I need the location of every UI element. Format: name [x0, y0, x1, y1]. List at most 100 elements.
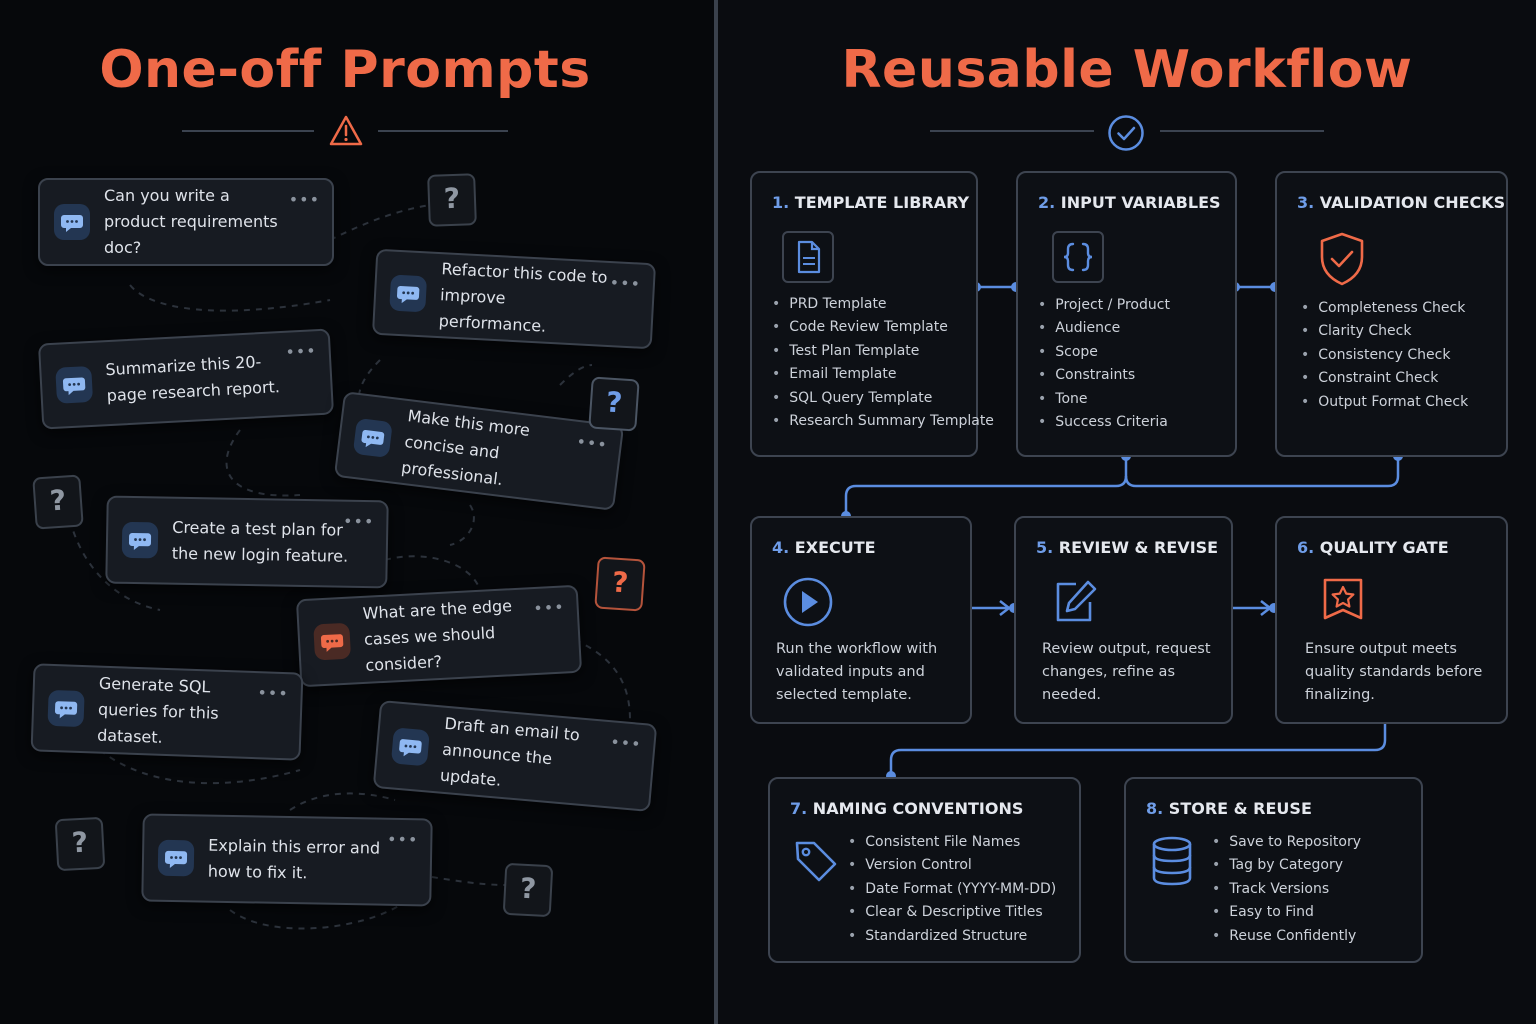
card-review-revise[interactable]: 5. REVIEW & REVISE Review output, reques…	[1014, 516, 1233, 724]
shield-check-icon	[1320, 232, 1364, 286]
more-icon[interactable]: •••	[532, 597, 566, 619]
list-item[interactable]: Date Format (YYYY-MM-DD)	[848, 878, 1056, 901]
list-item[interactable]: Constraints	[1038, 364, 1170, 387]
prompt-bubble[interactable]: Draft an email to announce the update. •…	[372, 700, 658, 812]
more-icon[interactable]: •••	[257, 683, 290, 704]
prompt-bubble[interactable]: What are the edge cases we should consid…	[295, 584, 583, 688]
chat-icon	[121, 521, 159, 559]
list-item[interactable]: Tone	[1038, 388, 1170, 411]
card-store-reuse[interactable]: 8. STORE & REUSE Save to Repository Tag …	[1124, 777, 1423, 963]
list-item[interactable]: Reuse Confidently	[1212, 925, 1361, 948]
card-description: Run the workflow with validated inputs a…	[776, 641, 938, 703]
list-item[interactable]: Code Review Template	[772, 316, 994, 339]
prompt-bubble[interactable]: Can you write a product requirements doc…	[38, 178, 334, 266]
more-icon[interactable]: •••	[575, 431, 609, 455]
card-description: Ensure output meets quality standards be…	[1305, 641, 1483, 703]
prompt-text: Make this more concise and professional.	[400, 406, 531, 490]
card-title: 3. VALIDATION CHECKS	[1297, 193, 1506, 212]
prompt-bubble[interactable]: Create a test plan for the new login fea…	[105, 495, 389, 589]
right-title: Reusable Workflow	[841, 40, 1413, 100]
list-item[interactable]: Tag by Category	[1212, 854, 1361, 877]
card-title: 7. NAMING CONVENTIONS	[790, 799, 1024, 818]
card-description: Review output, request changes, refine a…	[1042, 641, 1211, 703]
prompt-text: Create a test plan for the new login fea…	[171, 517, 349, 566]
list-item[interactable]: Scope	[1038, 341, 1170, 364]
list-item[interactable]: PRD Template	[772, 293, 994, 316]
right-panel: Reusable Workflow 1. TEMPLATE LI	[718, 0, 1536, 1024]
list-item[interactable]: Constraint Check	[1301, 367, 1468, 390]
title-rule-left	[182, 130, 314, 132]
prompt-bubble[interactable]: Summarize this 20-page research report. …	[37, 328, 335, 430]
more-icon[interactable]: •••	[288, 190, 320, 209]
card-template-library[interactable]: 1. TEMPLATE LIBRARY PRD Template Code Re…	[750, 171, 994, 457]
prompt-text: Explain this error and how to fix it.	[207, 835, 381, 883]
list-item[interactable]: Save to Repository	[1212, 831, 1361, 854]
title-rule-right	[378, 130, 508, 132]
card-title: 4. EXECUTE	[772, 538, 876, 557]
more-icon[interactable]: •••	[386, 829, 419, 850]
chat-icon	[157, 839, 195, 877]
list-item[interactable]: Track Versions	[1212, 878, 1361, 901]
list-item[interactable]: Consistency Check	[1301, 344, 1468, 367]
more-icon[interactable]: •••	[342, 511, 375, 532]
prompt-text: Generate SQL queries for this dataset.	[96, 673, 220, 747]
check-list: Completeness Check Clarity Check Consist…	[1301, 297, 1468, 414]
more-icon[interactable]: •••	[609, 272, 642, 294]
edit-icon	[1056, 580, 1097, 622]
left-panel: One-off Prompts Can you write a product …	[0, 0, 714, 1024]
question-icon: ?	[32, 474, 84, 530]
prompt-bubble[interactable]: Generate SQL queries for this dataset. •…	[30, 663, 304, 761]
more-icon[interactable]: •••	[609, 732, 643, 754]
card-title: 8. STORE & REUSE	[1146, 799, 1312, 818]
list-item[interactable]: Output Format Check	[1301, 391, 1468, 414]
list-item[interactable]: Completeness Check	[1301, 297, 1468, 320]
card-validation-checks[interactable]: 3. VALIDATION CHECKS Completeness Check …	[1275, 171, 1508, 457]
card-quality-gate[interactable]: 6. QUALITY GATE Ensure output meets qual…	[1275, 516, 1508, 724]
list-item[interactable]: Easy to Find	[1212, 901, 1361, 924]
panel-divider	[714, 0, 718, 1024]
template-list: PRD Template Code Review Template Test P…	[772, 293, 994, 433]
question-icon: ?	[594, 556, 646, 612]
more-icon[interactable]: •••	[284, 341, 318, 362]
naming-list: Consistent File Names Version Control Da…	[848, 831, 1056, 948]
card-input-variables[interactable]: 2. INPUT VARIABLES Project / Product Aud…	[1016, 171, 1237, 457]
chat-icon	[54, 204, 90, 240]
list-item[interactable]: Email Template	[772, 363, 994, 386]
tag-icon	[795, 841, 837, 882]
list-item[interactable]: Audience	[1038, 317, 1170, 340]
prompt-text: Draft an email to announce the update.	[439, 713, 581, 790]
card-naming-conventions[interactable]: 7. NAMING CONVENTIONS Consistent File Na…	[768, 777, 1081, 963]
card-title: 1. TEMPLATE LIBRARY	[772, 193, 970, 212]
card-title: 6. QUALITY GATE	[1297, 538, 1449, 557]
chat-icon	[55, 365, 94, 404]
dashed-connectors	[69, 204, 631, 930]
list-item[interactable]: Research Summary Template	[772, 410, 994, 433]
list-item[interactable]: Version Control	[848, 854, 1056, 877]
prompt-bubble[interactable]: Refactor this code to improve performanc…	[371, 248, 657, 350]
list-item[interactable]: Clarity Check	[1301, 320, 1468, 343]
list-item[interactable]: Project / Product	[1038, 294, 1170, 317]
list-item[interactable]: Clear & Descriptive Titles	[848, 901, 1056, 924]
document-icon	[782, 231, 834, 283]
variable-list: Project / Product Audience Scope Constra…	[1038, 294, 1170, 434]
title-rule-left	[930, 130, 1094, 132]
list-item[interactable]: Standardized Structure	[848, 925, 1056, 948]
list-item[interactable]: Success Criteria	[1038, 411, 1170, 434]
list-item[interactable]: Test Plan Template	[772, 340, 994, 363]
prompt-bubble[interactable]: Make this more concise and professional.…	[333, 391, 625, 511]
list-item[interactable]: Consistent File Names	[848, 831, 1056, 854]
question-icon: ?	[427, 173, 477, 227]
question-icon: ?	[502, 862, 554, 918]
list-item[interactable]: SQL Query Template	[772, 387, 994, 410]
check-circle-icon	[1108, 115, 1144, 151]
prompt-text: Refactor this code to improve performanc…	[438, 259, 608, 336]
left-title: One-off Prompts	[99, 40, 591, 100]
title-rule-right	[1160, 130, 1324, 132]
badge-star-icon	[1323, 578, 1363, 620]
chat-icon	[352, 417, 393, 459]
braces-icon	[1052, 231, 1104, 283]
prompt-text: Summarize this 20-page research report.	[104, 352, 281, 406]
prompt-bubble[interactable]: Explain this error and how to fix it. ••…	[141, 813, 433, 907]
card-execute[interactable]: 4. EXECUTE Run the workflow with validat…	[750, 516, 972, 724]
chat-icon	[313, 622, 352, 661]
